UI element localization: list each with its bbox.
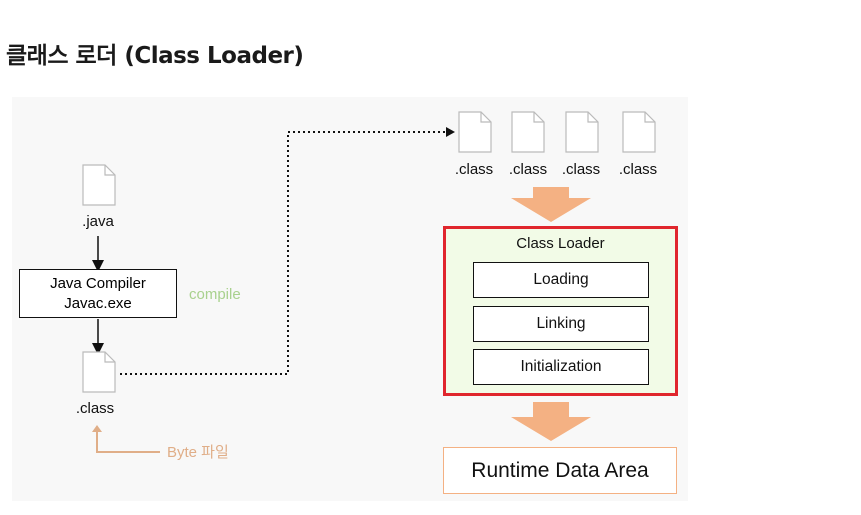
class-loader-title: Class Loader xyxy=(516,235,605,252)
class-loader-box: Class Loader Loading Linking Initializat… xyxy=(443,226,678,396)
loaded-class-label: .class xyxy=(454,161,494,178)
dotted-load-connector xyxy=(120,131,448,375)
phase-linking: Linking xyxy=(473,306,649,342)
byte-file-note: Byte 파일 xyxy=(167,444,229,461)
loaded-class-file-icon xyxy=(565,111,599,153)
loader-to-runtime-block-arrow xyxy=(511,402,591,441)
runtime-data-area-label: Runtime Data Area xyxy=(471,458,649,482)
phase-initialization: Initialization xyxy=(473,349,649,385)
loaded-class-file-icon xyxy=(458,111,492,153)
loaded-class-label: .class xyxy=(618,161,658,178)
loaded-class-label: .class xyxy=(561,161,601,178)
loaded-class-label: .class xyxy=(508,161,548,178)
page-title: 클래스 로더 (Class Loader) xyxy=(6,43,304,69)
runtime-data-area-box: Runtime Data Area xyxy=(443,447,677,494)
byte-file-pointer-arrowhead xyxy=(92,425,102,432)
phase-loading: Loading xyxy=(473,262,649,298)
loaded-class-file-icon xyxy=(511,111,545,153)
java-compiler-box: Java Compiler Javac.exe xyxy=(19,269,177,318)
compiler-exe: Javac.exe xyxy=(64,294,132,312)
class-file-label: .class xyxy=(75,400,115,417)
loaded-class-file-icon xyxy=(622,111,656,153)
java-file-label: .java xyxy=(82,213,114,230)
compiler-name: Java Compiler xyxy=(50,274,146,292)
files-to-loader-block-arrow xyxy=(511,187,591,222)
dotted-connector-arrowhead xyxy=(446,127,455,137)
java-file-icon xyxy=(82,164,116,206)
byte-file-pointer xyxy=(96,430,160,453)
class-file-icon xyxy=(82,351,116,393)
compile-note: compile xyxy=(189,286,241,303)
